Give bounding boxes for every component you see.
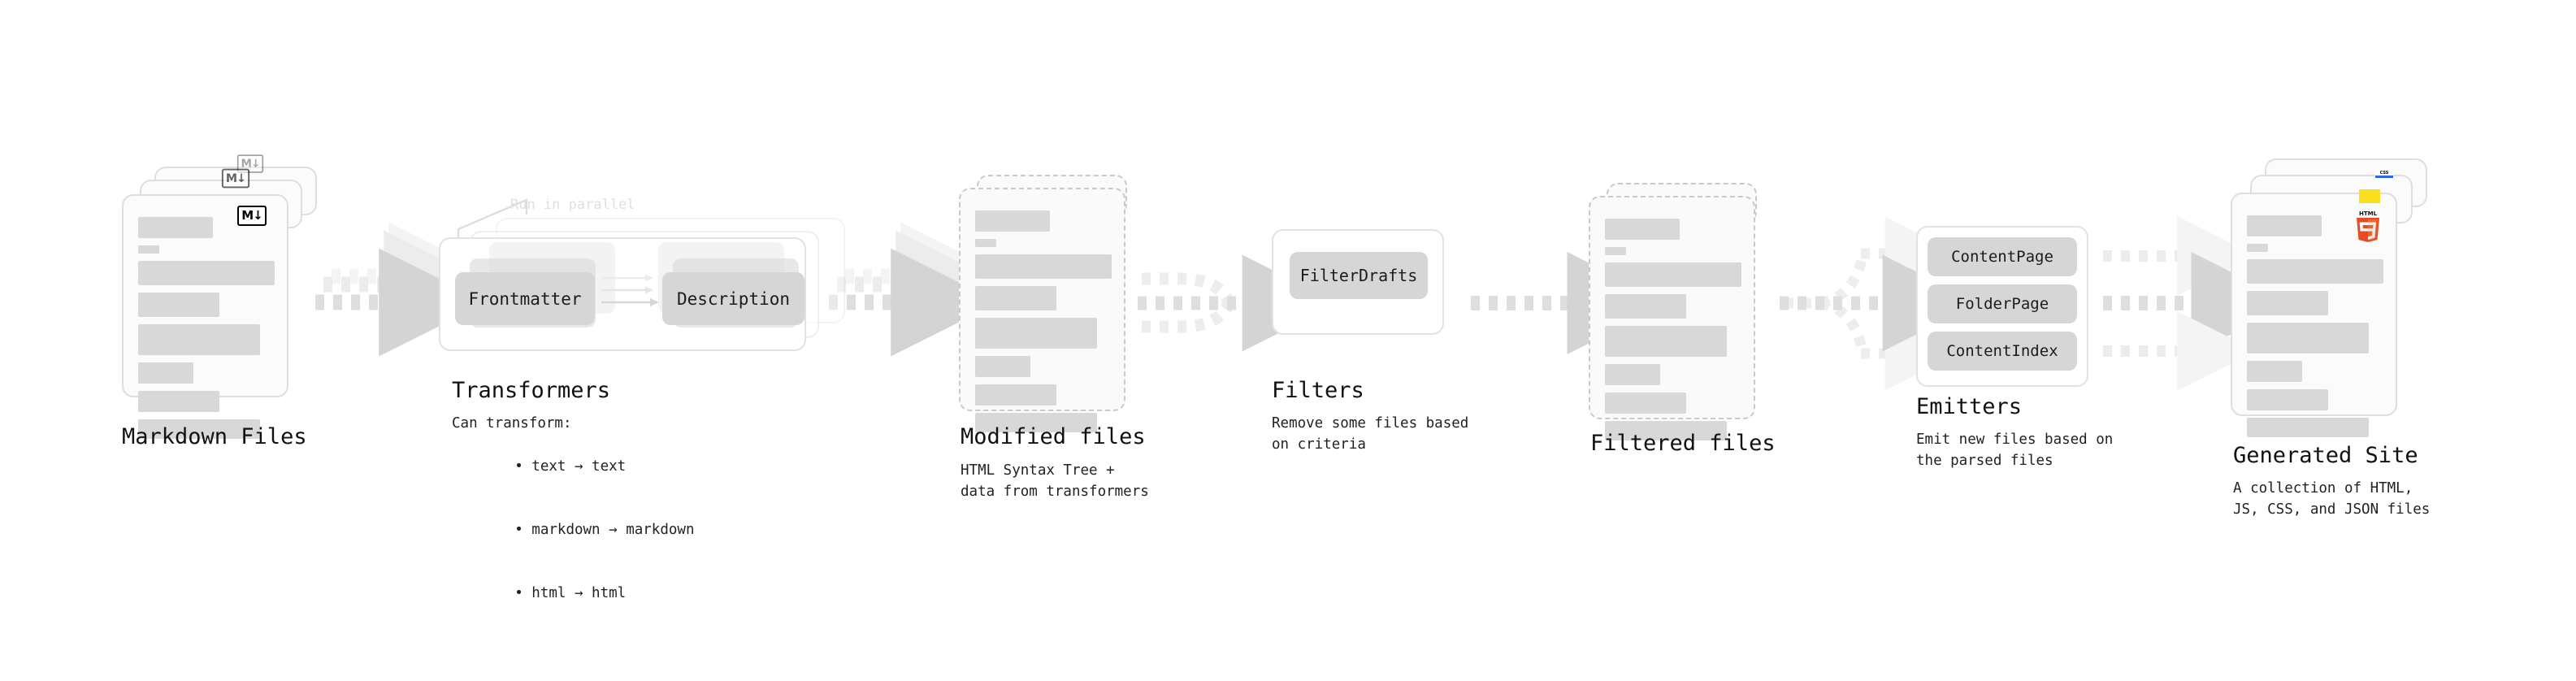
doc-bar: [138, 391, 219, 412]
bullet-item: • html → html: [463, 562, 694, 625]
bullet-dot: •: [514, 522, 532, 538]
doc-bar: [138, 419, 260, 439]
doc-bar: [1605, 326, 1727, 357]
doc-bar: [1605, 262, 1741, 287]
stage-markdown-files: M↓ M↓ M↓: [122, 154, 333, 439]
stage-title-transformers: Transformers: [452, 378, 611, 403]
chip-folderpage[interactable]: FolderPage: [1928, 284, 2077, 323]
stage-title-markdown-files: Markdown Files: [122, 424, 307, 449]
doc-bar: [2247, 244, 2268, 252]
doc-bar: [138, 362, 193, 384]
doc-card-front: [1589, 196, 1755, 440]
doc-bar: [138, 245, 159, 254]
doc-bar: [975, 286, 1056, 310]
run-in-parallel-bracket: [457, 198, 528, 244]
modified-files-subtitle: HTML Syntax Tree + data from transformer…: [961, 462, 1149, 500]
filters-subtitle: Remove some files based on criteria: [1272, 415, 1469, 453]
doc-bar: [1605, 219, 1680, 240]
css-icon-underline: [2375, 176, 2393, 178]
stage-title-filtered-files: Filtered files: [1590, 431, 1776, 456]
transformers-bullet-list: • text → text • markdown → markdown • ht…: [463, 435, 694, 625]
transformer-internal-arrows: [601, 274, 659, 306]
doc-placeholder-lines: [2247, 215, 2384, 445]
markdown-icon: M↓: [237, 206, 267, 226]
stage-emitters: ContentPage FolderPage ContentIndex: [1916, 226, 2127, 405]
conn-modified-to-filters: [1138, 254, 1339, 352]
doc-bar: [2247, 418, 2369, 437]
run-in-parallel-label: Run in parallel: [510, 197, 635, 213]
doc-bar: [2247, 389, 2328, 410]
conn-filtered-to-emitters: [1780, 216, 1980, 391]
doc-bar: [2247, 215, 2322, 236]
chip-filterdrafts[interactable]: FilterDrafts: [1290, 252, 1428, 299]
html5-icon: HTML: [2354, 209, 2382, 242]
bullet-label: markdown → markdown: [531, 522, 695, 538]
bullet-label: html → html: [531, 585, 627, 601]
doc-placeholder-lines: [138, 217, 275, 446]
doc-bar: [975, 384, 1056, 406]
doc-bar: [138, 217, 213, 238]
doc-bar: [138, 261, 275, 285]
markdown-icon: M↓: [221, 168, 250, 189]
chip-contentpage[interactable]: ContentPage: [1928, 237, 2077, 276]
doc-bar: [1605, 247, 1626, 255]
doc-bar: [975, 413, 1097, 432]
doc-bar: [975, 254, 1112, 279]
doc-bar: [138, 324, 260, 355]
chip-contentindex[interactable]: ContentIndex: [1928, 332, 2077, 371]
doc-bar: [975, 239, 996, 247]
doc-bar: [975, 318, 1097, 349]
doc-bar: [1605, 393, 1686, 414]
css-icon-label: CSS: [2379, 171, 2389, 176]
stage-title-generated-site: Generated Site: [2233, 443, 2418, 468]
generated-site-subtitle: A collection of HTML, JS, CSS, and JSON …: [2233, 480, 2431, 518]
stage-generated-site: CSS HTML: [2231, 158, 2450, 437]
doc-placeholder-lines: [975, 210, 1112, 440]
stage-modified-files: [959, 175, 1146, 432]
markdown-icon: M↓: [236, 154, 264, 173]
bullet-dot: •: [514, 458, 532, 475]
doc-bar: [975, 210, 1050, 232]
doc-card-front: [122, 194, 288, 439]
doc-bar: [2247, 259, 2383, 284]
js-icon: [2359, 189, 2380, 203]
doc-bar: [138, 293, 219, 317]
doc-bar: [975, 356, 1030, 377]
stage-filtered-files: [1589, 183, 1776, 440]
css-icon: CSS: [2375, 171, 2393, 181]
doc-bar: [2247, 323, 2369, 354]
stage-transformers: Run in parallel Frontmatter Description: [439, 195, 861, 358]
transformers-subtitle: Can transform:: [452, 415, 572, 432]
doc-bar: [2247, 361, 2302, 382]
doc-card-front: [959, 188, 1125, 432]
stage-title-filters: Filters: [1272, 378, 1364, 403]
bullet-item: • markdown → markdown: [463, 498, 694, 562]
doc-bar: [2247, 291, 2328, 315]
chip-description[interactable]: Description: [662, 272, 804, 325]
chip-frontmatter[interactable]: Frontmatter: [455, 272, 595, 325]
bullet-label: text → text: [531, 458, 627, 475]
doc-bar: [1605, 364, 1660, 385]
doc-placeholder-lines: [1605, 219, 1742, 448]
stage-title-emitters: Emitters: [1916, 394, 2023, 419]
doc-bar: [1605, 294, 1686, 319]
stage-filters: FilterDrafts: [1272, 229, 1475, 375]
stage-title-modified-files: Modified files: [961, 424, 1146, 449]
doc-bar: [1605, 421, 1727, 440]
svg-text:HTML: HTML: [2359, 210, 2378, 217]
emitters-subtitle: Emit new files based on the parsed files: [1916, 432, 2114, 469]
bullet-item: • text → text: [463, 435, 694, 498]
bullet-dot: •: [514, 585, 532, 601]
